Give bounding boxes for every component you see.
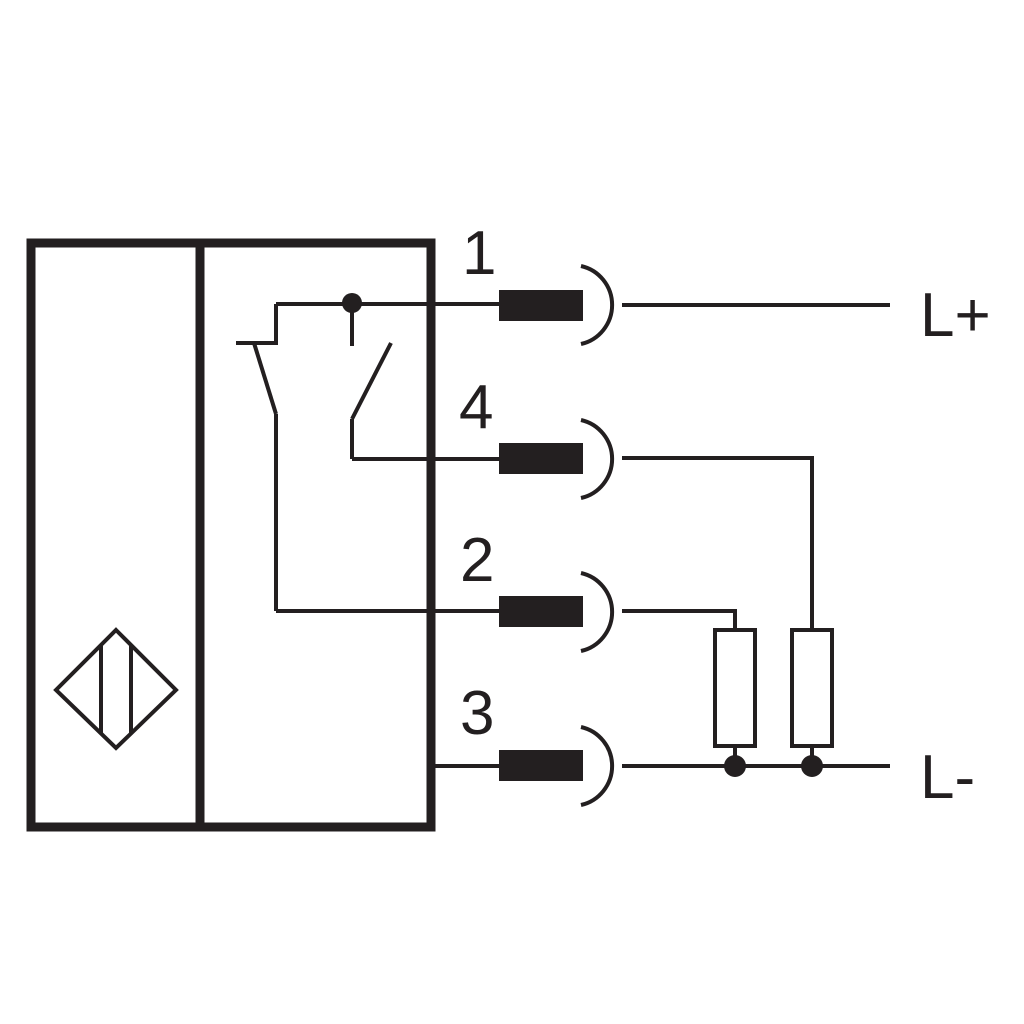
wire-pin2-to-load [622,609,737,630]
wire-pin4-to-load [622,456,814,630]
sensor-housing [26,238,436,832]
socket-pin3 [580,725,615,807]
load-resistor-pin2 [713,628,757,748]
internal-switching-element [236,293,500,768]
no-contact-blade [350,342,393,420]
nc-contact-blade [252,342,278,415]
pin-label-2: 2 [460,526,494,595]
labels: 1 4 2 3 L+ L- [459,219,991,812]
loads [713,628,834,777]
junction-dot-load-right [801,755,823,777]
connector-sockets [580,264,615,807]
junction-dot-load-left [724,755,746,777]
socket-pin2 [580,571,615,653]
plug-pin4 [499,443,583,474]
pin-label-1: 1 [462,219,496,288]
plug-pin2 [499,596,583,627]
supply-label-negative: L- [920,743,975,812]
pin-label-3: 3 [460,679,494,748]
pin-label-4: 4 [459,373,493,442]
plug-pin1 [499,290,583,321]
socket-pin1 [580,264,615,346]
socket-pin4 [580,418,615,500]
plug-pin3 [499,750,583,781]
housing-frame [26,238,436,832]
inductive-sensor-diamond-icon [53,627,179,751]
load-resistor-pin4 [790,628,834,748]
supply-label-positive: L+ [920,281,991,350]
connector-plugs [499,290,583,781]
